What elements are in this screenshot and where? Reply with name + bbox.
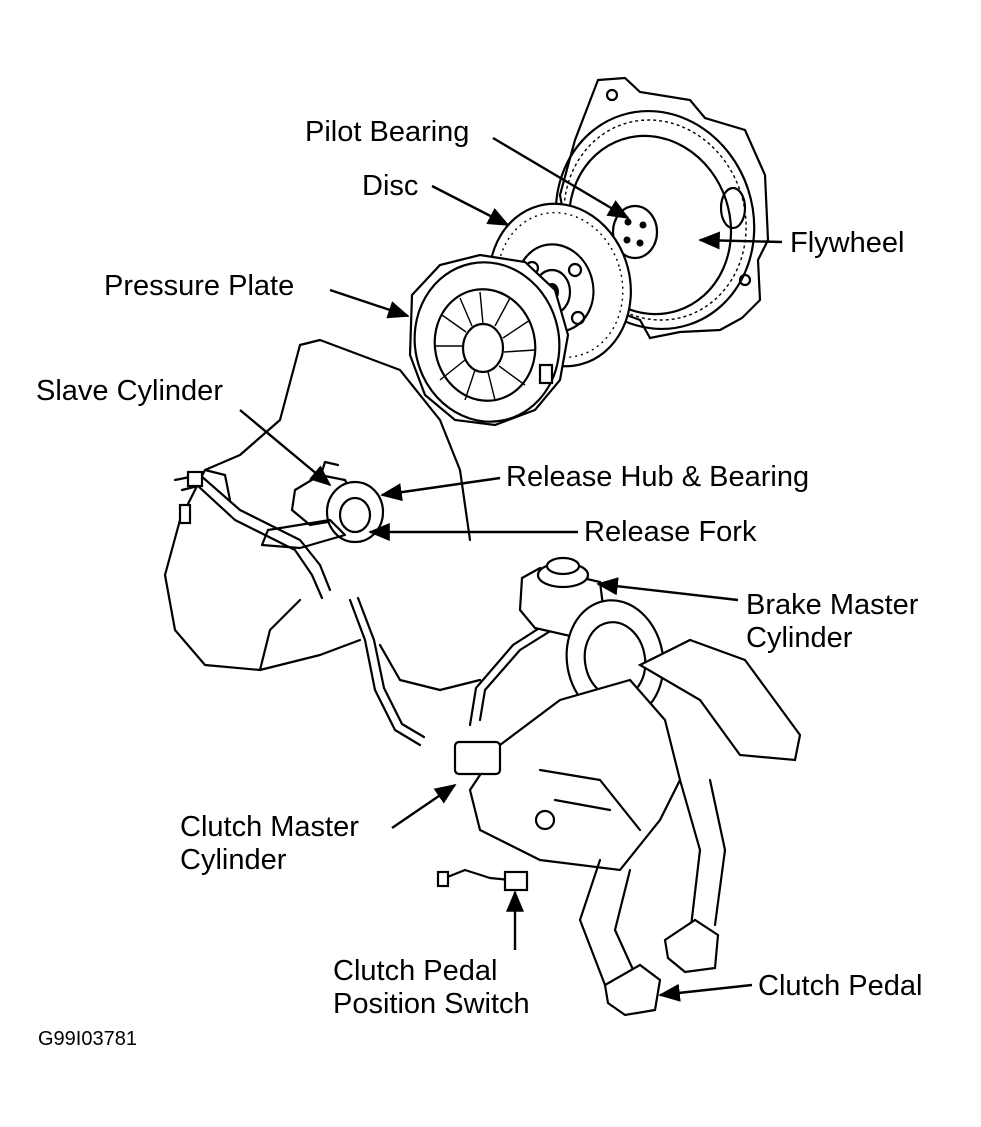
label-flywheel: Flywheel	[790, 227, 905, 259]
label-clutch-pedal-position-switch: Clutch Pedal Position Switch	[333, 955, 530, 1021]
label-brake-master-cylinder: Brake Master Cylinder	[746, 589, 918, 655]
label-clutch-master-cylinder-line2: Cylinder	[180, 844, 287, 876]
label-clutch-master-cylinder: Clutch Master Cylinder	[180, 811, 359, 877]
label-pressure-plate: Pressure Plate	[104, 270, 295, 302]
label-clutch-pedal-position-switch-line1: Clutch Pedal	[333, 955, 498, 987]
transmission-housing-part	[163, 338, 482, 692]
pedal-bracket-part	[453, 638, 802, 872]
hydraulic-lines	[173, 470, 562, 747]
pedals-part	[578, 778, 727, 1017]
label-brake-master-cylinder-line2: Cylinder	[746, 622, 853, 654]
slave-cylinder-part	[260, 460, 385, 550]
label-clutch-master-cylinder-line1: Clutch Master	[180, 811, 359, 843]
leader-lines	[239, 136, 783, 1002]
label-release-hub-bearing: Release Hub & Bearing	[506, 461, 810, 493]
pressure-plate-part	[408, 253, 570, 427]
label-pilot-bearing: Pilot Bearing	[305, 116, 470, 148]
clutch-pedal-position-switch-part	[436, 868, 529, 892]
label-disc: Disc	[362, 170, 419, 202]
label-clutch-pedal-position-switch-line2: Position Switch	[333, 988, 530, 1020]
figure-code: G99I03781	[38, 1028, 137, 1050]
label-clutch-pedal: Clutch Pedal	[758, 970, 923, 1002]
label-slave-cylinder: Slave Cylinder	[36, 375, 223, 407]
label-release-fork: Release Fork	[584, 516, 757, 548]
label-brake-master-cylinder-line1: Brake Master	[746, 589, 919, 621]
